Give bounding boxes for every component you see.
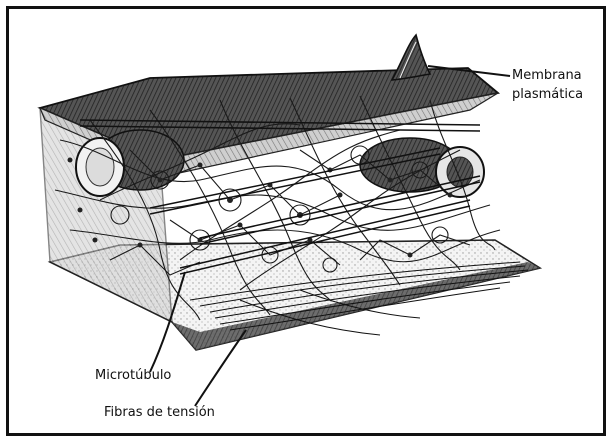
fibras-de-tension-label: Fibras de tensión [104, 403, 215, 422]
membrana-plasmatica-label: Membrana plasmática [512, 66, 583, 104]
membrana-label-line1: Membrana [512, 66, 583, 85]
membrana-label-line2: plasmática [512, 85, 583, 104]
microtubulo-label: Microtúbulo [95, 366, 171, 385]
